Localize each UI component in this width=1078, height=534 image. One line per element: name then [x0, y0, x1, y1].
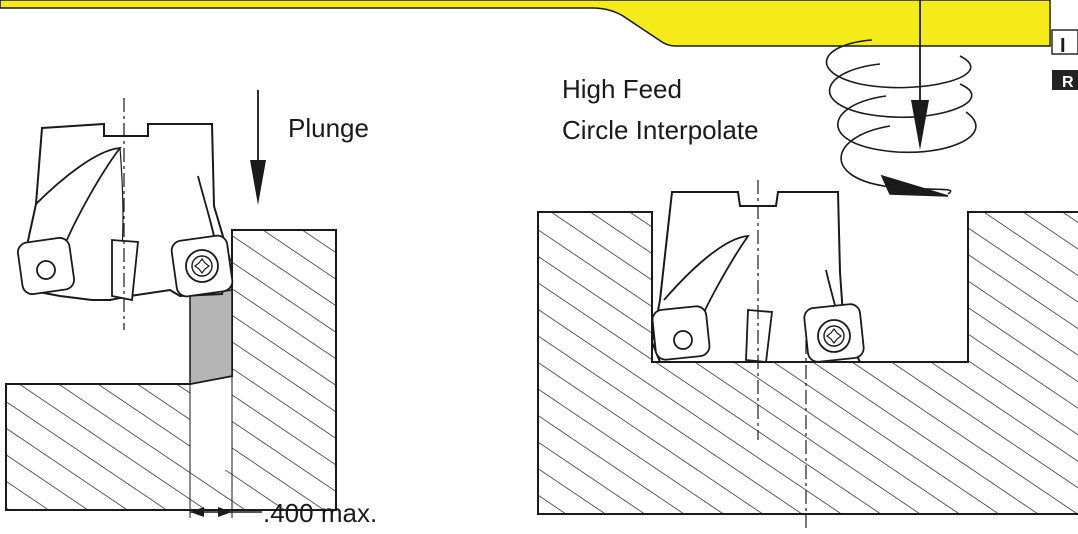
- removed-material: [189, 289, 233, 385]
- left-workpiece-floor: [6, 384, 336, 510]
- circle-interpolate-label: Circle Interpolate: [562, 115, 759, 145]
- right-cutter: [650, 191, 865, 363]
- top-banner: [0, 0, 1051, 47]
- right-view: High Feed Circle Interpolate: [537, 0, 1078, 528]
- left-workpiece-wall: [232, 230, 336, 470]
- left-cutter: [17, 122, 234, 302]
- left-view: Plunge .400 max.: [5, 90, 377, 528]
- banner-shape: [0, 0, 1051, 47]
- corner-tab-letter-2: R: [1062, 74, 1074, 91]
- dimension-label: .400 max.: [263, 498, 377, 528]
- torx-screw-icon-right: [817, 319, 851, 353]
- right-workpiece-outline: [537, 211, 1078, 515]
- plunge-arrow-icon: [250, 90, 266, 205]
- corner-tab: I R: [1051, 29, 1078, 91]
- dimension-arrow-icon: [190, 507, 262, 517]
- corner-tab-letter-1: I: [1060, 35, 1066, 57]
- plunge-label: Plunge: [288, 113, 369, 143]
- helical-path-icon: [825, 39, 977, 197]
- feed-arrow-icon: [911, 0, 929, 150]
- torx-screw-icon: [185, 249, 219, 283]
- high-feed-label: High Feed: [562, 74, 682, 104]
